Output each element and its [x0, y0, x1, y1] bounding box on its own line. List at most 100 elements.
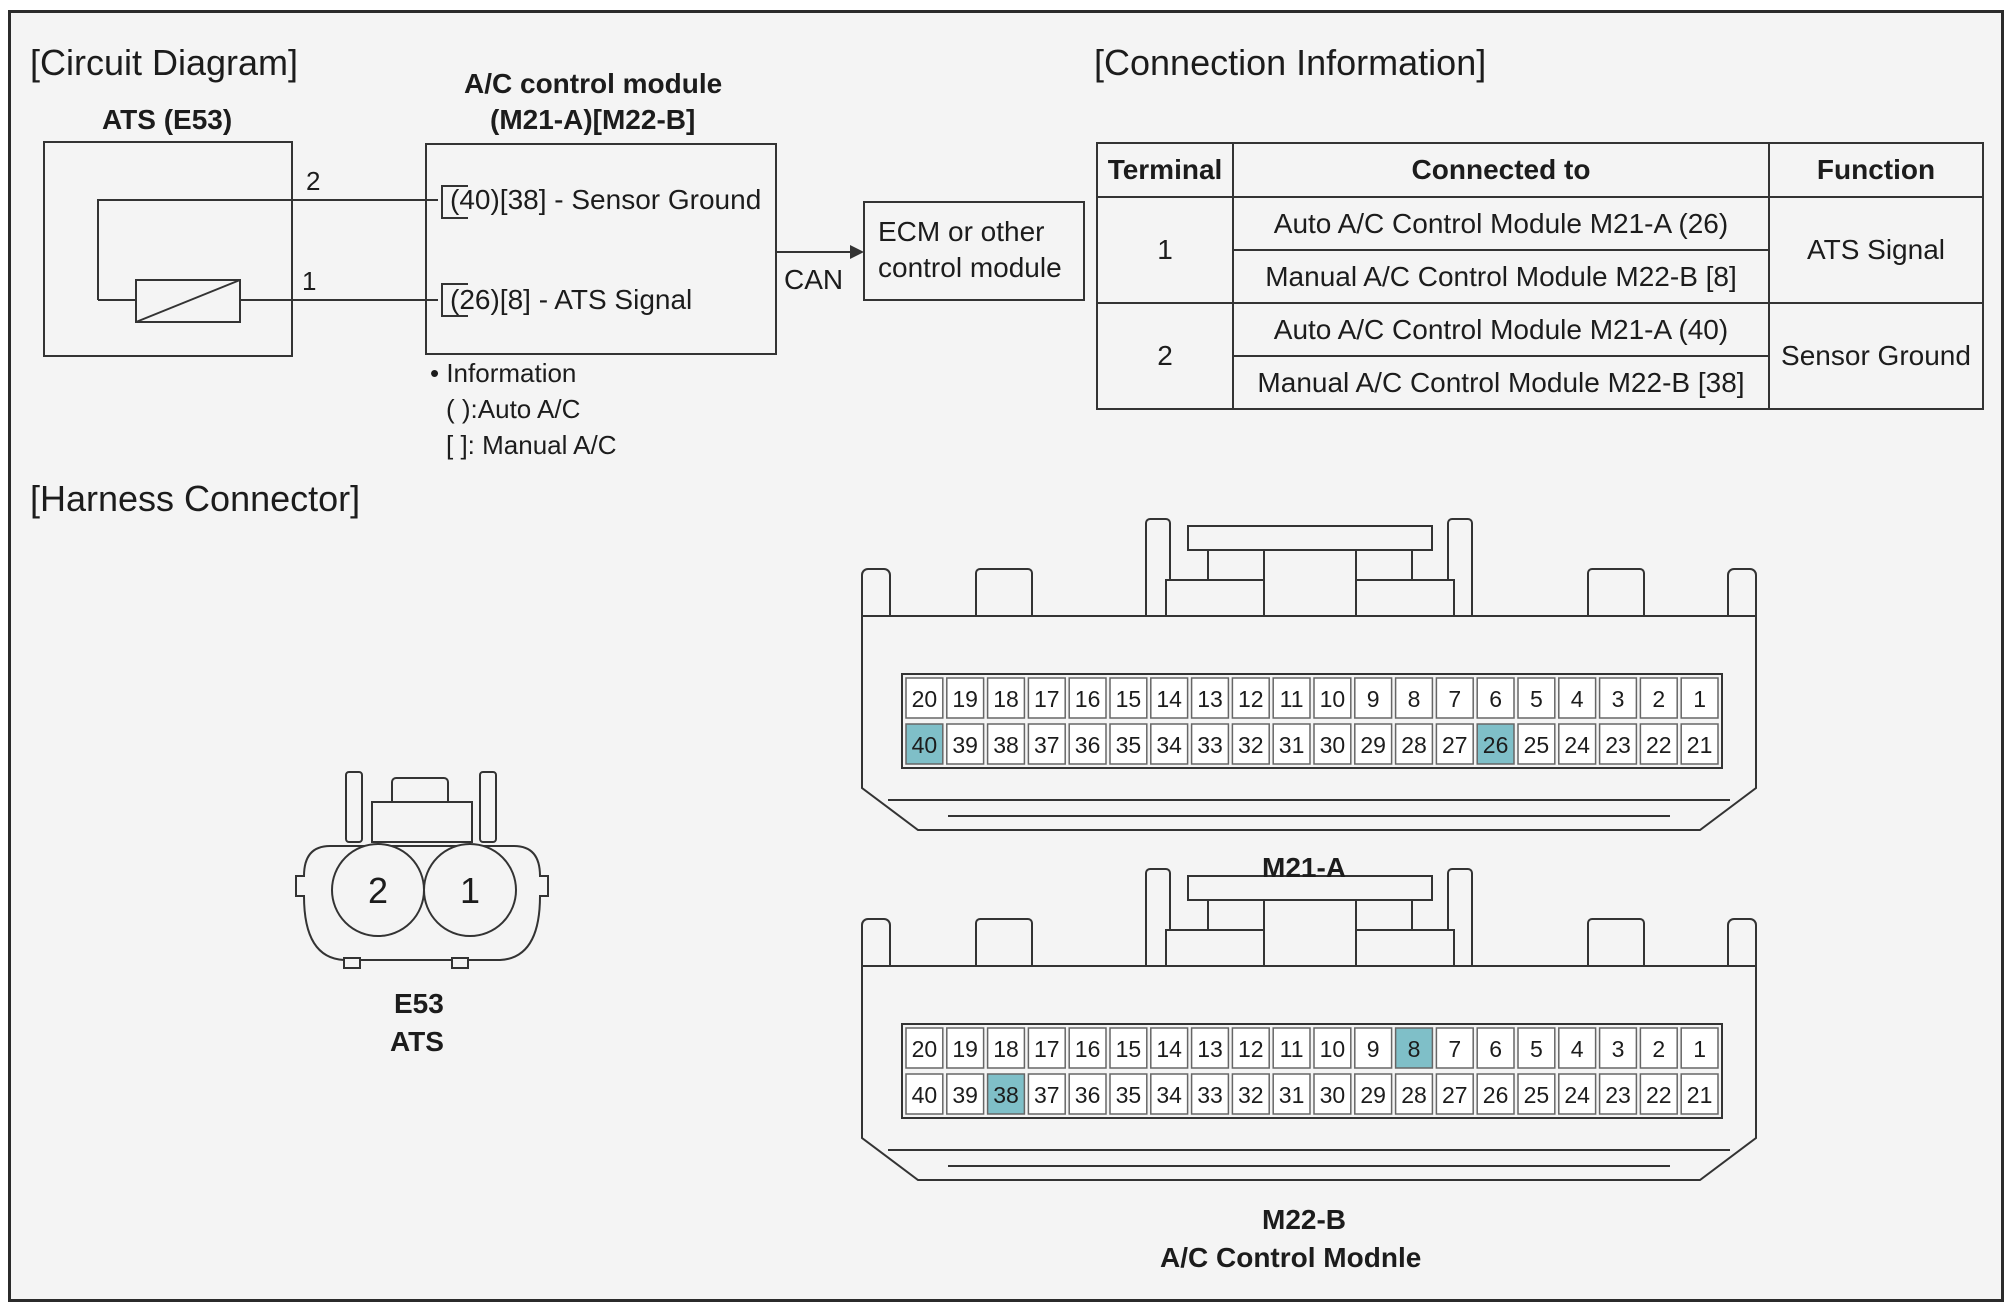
m22b-pin-number: 31	[1279, 1082, 1305, 1108]
e53-label: E53	[394, 988, 444, 1019]
m22b-pin-number: 17	[1034, 1036, 1060, 1062]
m21a-pin-cell	[1313, 677, 1352, 719]
connected-cell: Auto A/C Control Module M21-A (40)	[1232, 302, 1770, 357]
m21a-pin-number: 29	[1360, 732, 1386, 758]
m22b-pin-cell	[1476, 1027, 1515, 1069]
ecm-line-2: control module	[878, 252, 1062, 283]
m21a-pin-cell	[1068, 677, 1107, 719]
m21a-pin-number: 32	[1238, 732, 1264, 758]
m22b-pin-cell	[986, 1073, 1026, 1115]
m22b-pin-cell	[946, 1073, 985, 1115]
m22b-pin-number: 13	[1197, 1036, 1223, 1062]
m22b-pin-number: 16	[1075, 1036, 1101, 1062]
table-row: Manual A/C Control Module M22-B [38]	[1097, 355, 1983, 410]
m21a-pin-number: 21	[1687, 732, 1713, 758]
m22b-pin-number: 5	[1530, 1036, 1543, 1062]
m22b-pin-number: 14	[1156, 1036, 1182, 1062]
terminal-cell: 1	[1096, 196, 1234, 304]
module-pin-brackets	[441, 185, 468, 317]
m21a-pin-cell	[986, 723, 1026, 765]
m22b-pin-number: 22	[1646, 1082, 1672, 1108]
m22b-pin-number: 4	[1571, 1036, 1584, 1062]
m21a-pin-number: 34	[1156, 732, 1182, 758]
m21a-pin-cell	[1231, 723, 1270, 765]
m21a-pin-cell	[1639, 723, 1678, 765]
m21a-pin-cell	[1394, 677, 1434, 719]
m21a-pin-cell	[1190, 723, 1230, 765]
m21a-pin-number: 40	[912, 732, 938, 758]
m21a-pin-cell	[1150, 723, 1189, 765]
ats-signal-pin: (26)[8] - ATS Signal	[450, 284, 693, 315]
can-arrow	[776, 245, 864, 259]
info-manual: [ ]: Manual A/C	[446, 430, 617, 460]
m21a-pin-cell	[905, 677, 944, 719]
m21a-pin-number: 30	[1320, 732, 1346, 758]
m21a-pin-cell	[1272, 723, 1311, 765]
m22b-pin-number: 35	[1116, 1082, 1142, 1108]
m21a-pin-cell	[1150, 677, 1189, 719]
m21a-pin-cell	[1354, 723, 1393, 765]
module-box	[425, 143, 777, 355]
m22b-pin-number: 38	[993, 1082, 1019, 1108]
m21a-pin-number: 17	[1034, 686, 1060, 712]
m21a-pin-number: 31	[1279, 732, 1305, 758]
table-header-row: Terminal Connected to Function	[1096, 142, 1984, 198]
circuit-diagram-title: [Circuit Diagram]	[30, 42, 299, 83]
m21a-pin-number: 24	[1564, 732, 1590, 758]
m21a-pin-number: 4	[1571, 686, 1584, 712]
m21a-pin-number: 23	[1605, 732, 1631, 758]
m22b-pin-number: 15	[1116, 1036, 1142, 1062]
m22b-pin-cell	[1639, 1027, 1678, 1069]
m22b-pin-number: 3	[1612, 1036, 1625, 1062]
m21a-pin-cell	[1354, 677, 1393, 719]
m21a-pin-cell	[1109, 677, 1148, 719]
m22b-pin-cell	[1150, 1027, 1189, 1069]
m21a-pin-cell	[1680, 723, 1719, 765]
m21a-pin-cell	[1394, 723, 1434, 765]
m21a-pin-cell	[1435, 723, 1474, 765]
sensor-ground-pin: (40)[38] - Sensor Ground	[450, 184, 762, 215]
m21a-pin-cell	[1558, 723, 1597, 765]
m21a-pin-number: 35	[1116, 732, 1142, 758]
m21a-pin-cell	[986, 677, 1026, 719]
m22b-pin-number: 6	[1489, 1036, 1502, 1062]
ecm-box	[863, 201, 1085, 301]
table-row: 1 Auto A/C Control Module M21-A (26) ATS…	[1096, 196, 1984, 304]
m21a-pin-cell	[1027, 723, 1066, 765]
ecm-line-1: ECM or other	[878, 216, 1045, 247]
m21a-pin-number: 10	[1320, 686, 1346, 712]
m21a-pin-number: 14	[1156, 686, 1182, 712]
m22b-pin-cell	[1190, 1027, 1230, 1069]
m22b-pin-number: 1	[1693, 1036, 1706, 1062]
m22b-pin-cell	[1027, 1027, 1066, 1069]
m21a-pin-cell	[1517, 723, 1556, 765]
m22b-pin-cell	[1394, 1073, 1434, 1115]
m22b-pin-cell	[1313, 1027, 1352, 1069]
module-title-line-1: A/C control module	[464, 68, 723, 99]
m22b-pin-cell	[1435, 1073, 1474, 1115]
m21a-pin-cell	[1517, 677, 1556, 719]
m21a-pin-number: 9	[1367, 686, 1380, 712]
m22b-pin-number: 18	[993, 1036, 1019, 1062]
table-row: Manual A/C Control Module M22-B [8]	[1097, 249, 1983, 304]
wire-2	[97, 199, 438, 300]
m21a-pin-number: 26	[1483, 732, 1509, 758]
m22b-pin-cell	[1598, 1073, 1638, 1115]
m22b-pin-number: 32	[1238, 1082, 1264, 1108]
m21a-pin-number: 1	[1693, 686, 1706, 712]
m22b-pin-number: 19	[952, 1036, 978, 1062]
m22b-pin-cell	[1231, 1073, 1270, 1115]
header-connected-to: Connected to	[1232, 142, 1770, 198]
ats-connector-label: ATS	[390, 1026, 444, 1057]
m21a-pin-number: 22	[1646, 732, 1672, 758]
connected-cell: Manual A/C Control Module M22-B [8]	[1232, 249, 1770, 304]
m22b-pin-number: 29	[1360, 1082, 1386, 1108]
m21a-pin-cell	[1231, 677, 1270, 719]
m22b-pin-cell	[1272, 1073, 1311, 1115]
m22b-pin-cell	[1068, 1073, 1107, 1115]
connected-cell: Manual A/C Control Module M22-B [38]	[1232, 355, 1770, 410]
harness-connector-title: [Harness Connector]	[30, 478, 361, 519]
can-label: CAN	[784, 264, 844, 295]
m22b-pin-number: 37	[1034, 1082, 1060, 1108]
